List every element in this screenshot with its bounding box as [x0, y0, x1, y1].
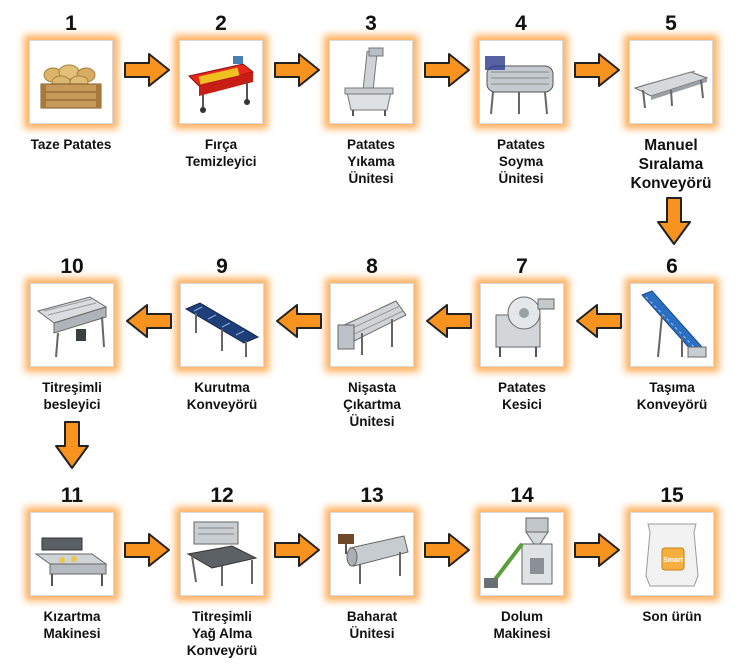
- filling-machine-icon: [484, 517, 553, 588]
- step-1: 1 Taze Patates: [0, 12, 146, 153]
- step-number: 8: [366, 255, 378, 278]
- step-label: Patates Kesici: [497, 380, 547, 412]
- step-number: 6: [666, 255, 678, 278]
- vibrating-feeder-icon: [36, 296, 108, 358]
- step-3: 3 Patates Yıkama Ünitesi: [296, 12, 446, 187]
- arrow-right-icon: [124, 533, 170, 567]
- step-6: 6 Taşıma Konveyörü: [597, 255, 740, 413]
- step-image-frame: [180, 512, 264, 596]
- step-number: 7: [516, 255, 528, 278]
- sorting-conveyor-icon: [633, 70, 709, 109]
- arrow-left-icon: [576, 304, 622, 338]
- step-image-frame: [330, 283, 414, 367]
- arrow-left-icon: [426, 304, 472, 338]
- step-image-frame: [30, 512, 114, 596]
- peeling-machine-icon: [485, 56, 554, 115]
- step-label: Fırça Temizleyici: [185, 137, 257, 169]
- step-label: Taşıma Konveyörü: [636, 380, 708, 412]
- step-image-frame: [30, 283, 114, 367]
- step-image-frame: [480, 512, 564, 596]
- step-label: Patates Yıkama Ünitesi: [346, 137, 396, 186]
- step-number: 13: [360, 484, 384, 507]
- step-number: 5: [665, 12, 677, 35]
- step-15: 15 Smart Son ürün: [597, 484, 740, 625]
- arrow-right-icon: [424, 533, 470, 567]
- arrow-down-icon: [657, 197, 691, 245]
- step-7: 7 Patates Kesici: [447, 255, 597, 413]
- step-image-frame: Smart: [630, 512, 714, 596]
- step-label: Manuel Sıralama Konveyörü: [630, 137, 712, 192]
- step-label: Taze Patates: [30, 137, 112, 152]
- step-13: 13 Baharat Ünitesi: [297, 484, 447, 642]
- incline-conveyor-icon: [641, 290, 707, 358]
- step-image-frame: [479, 40, 563, 124]
- step-label: Kızartma Makinesi: [43, 609, 101, 641]
- step-label: Son ürün: [642, 609, 702, 624]
- step-number: 2: [215, 12, 227, 35]
- step-label: Dolum Makinesi: [493, 609, 551, 641]
- step-number: 12: [210, 484, 234, 507]
- step-image-frame: [179, 40, 263, 124]
- brush-washer-machine-icon: [188, 56, 255, 113]
- step-label: Nişasta Çıkartma Ünitesi: [343, 380, 401, 429]
- step-5: 5 Manuel Sıralama Konveyörü: [596, 12, 740, 193]
- arrow-left-icon: [276, 304, 322, 338]
- step-4: 4 Patates Soyma Ünitesi: [446, 12, 596, 187]
- step-label: Kurutma Konveyörü: [186, 380, 258, 412]
- step-number: 15: [660, 484, 684, 507]
- drying-conveyor-icon: [184, 302, 260, 357]
- step-number: 4: [515, 12, 527, 35]
- step-label: Baharat Ünitesi: [346, 609, 398, 641]
- starch-removal-drum-icon: [337, 300, 407, 355]
- step-9: 9 Kurutma Konveyörü: [147, 255, 297, 413]
- step-image-frame: [330, 512, 414, 596]
- step-number: 10: [60, 255, 84, 278]
- step-number: 1: [65, 12, 77, 35]
- arrow-right-icon: [124, 53, 170, 87]
- step-image-frame: [629, 40, 713, 124]
- step-8: 8 Nişasta Çıkartma Ünitesi: [297, 255, 447, 430]
- step-image-frame: [329, 40, 413, 124]
- step-14: 14 Dolum Makinesi: [447, 484, 597, 642]
- step-11: 11 Kızartma Makinesi: [0, 484, 147, 642]
- step-number: 9: [216, 255, 228, 278]
- arrow-right-icon: [424, 53, 470, 87]
- arrow-left-icon: [126, 304, 172, 338]
- potato-cutter-icon: [495, 296, 555, 357]
- seasoning-drum-icon: [338, 534, 409, 584]
- step-2: 2 Fırça Temizleyici: [146, 12, 296, 170]
- chip-bag-icon: Smart: [645, 523, 699, 587]
- step-label: Patates Soyma Ünitesi: [496, 137, 546, 186]
- fryer-machine-icon: [34, 537, 108, 586]
- step-image-frame: [480, 283, 564, 367]
- arrow-right-icon: [274, 533, 320, 567]
- bag-brand-text: Smart: [663, 557, 684, 564]
- step-number: 14: [510, 484, 534, 507]
- step-image-frame: [630, 283, 714, 367]
- step-image-frame: [29, 40, 113, 124]
- step-number: 11: [60, 484, 84, 507]
- arrow-right-icon: [574, 53, 620, 87]
- deoiling-conveyor-icon: [186, 521, 258, 586]
- step-12: 12 Titreşimli Yağ Alma Konveyörü: [147, 484, 297, 659]
- step-image-frame: [180, 283, 264, 367]
- arrow-right-icon: [274, 53, 320, 87]
- step-number: 3: [365, 12, 377, 35]
- potato-crate-icon: [40, 64, 102, 109]
- step-10: 10 Titreşimli besleyici: [0, 255, 147, 413]
- washing-unit-icon: [344, 47, 394, 116]
- arrow-down-icon: [55, 421, 89, 469]
- arrow-right-icon: [574, 533, 620, 567]
- step-label: Titreşimli Yağ Alma Konveyörü: [186, 609, 258, 658]
- step-label: Titreşimli besleyici: [42, 380, 102, 412]
